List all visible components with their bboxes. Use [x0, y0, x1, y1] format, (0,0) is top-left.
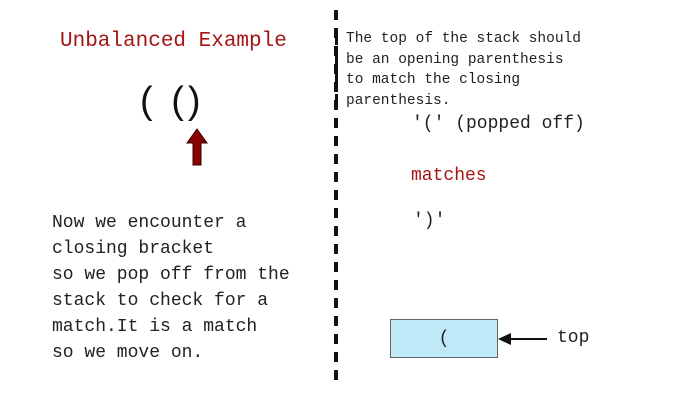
closing-paren-text: ')': [413, 211, 446, 231]
popped-text: '(' (popped off): [412, 114, 585, 134]
note-margin-marks: [335, 34, 338, 112]
explanation-text: Now we encounter a closing bracket so we…: [52, 213, 290, 363]
top-label: top: [557, 328, 590, 348]
diagram-title: Unbalanced Example: [60, 30, 287, 53]
left-arrow-icon: [498, 333, 547, 345]
expression: ( (): [140, 80, 205, 122]
up-arrow-icon: [186, 128, 208, 166]
stack-note: The top of the stack should be an openin…: [346, 31, 581, 109]
divider-line: [334, 10, 338, 382]
stack-item-label: (: [438, 328, 450, 349]
stack-item: (: [390, 319, 498, 358]
matches-text: matches: [411, 166, 487, 186]
